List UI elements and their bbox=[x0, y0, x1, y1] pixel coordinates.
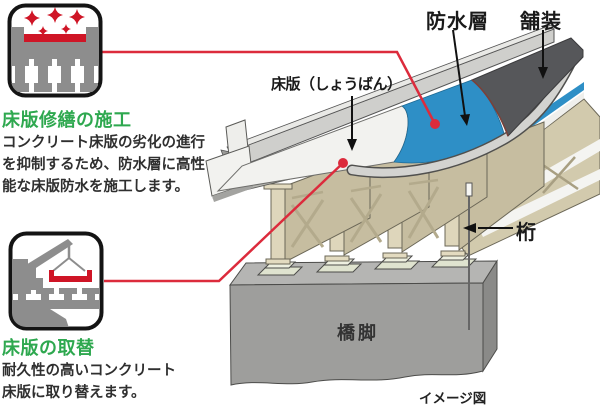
deck-replacement-icon bbox=[8, 231, 104, 336]
label-pavement: 舗装 bbox=[520, 11, 562, 33]
section-waterproofing-body: コンクリート床版の劣化の進行 を抑制するため、防水層に高性 能な床版防水を施工し… bbox=[2, 132, 205, 198]
body-line: 耐久性の高いコンクリート bbox=[2, 363, 176, 379]
label-deck: 床版（しょうばん） bbox=[271, 76, 402, 93]
sparkle-icons bbox=[24, 7, 85, 36]
section-waterproofing-heading: 床版修繕の施工 bbox=[2, 110, 132, 130]
crane-silhouette bbox=[12, 239, 73, 290]
deck-waterproofing-icon bbox=[7, 3, 103, 103]
label-arrows bbox=[347, 29, 548, 233]
deck-cut-face bbox=[205, 119, 254, 202]
body-line: 床版に取り替えます。 bbox=[2, 385, 146, 401]
label-pier: 橋脚 bbox=[337, 323, 379, 343]
bridge-deck-teeth bbox=[12, 288, 100, 327]
red-connector-deck bbox=[104, 158, 348, 283]
label-girder: 桁 bbox=[516, 222, 536, 244]
waterproof-coat-red-layer bbox=[24, 34, 86, 42]
label-waterproof-layer: 防水層 bbox=[426, 11, 489, 33]
girders-front bbox=[263, 121, 545, 265]
red-connector-waterproofing bbox=[101, 50, 440, 129]
drain-pipe bbox=[465, 182, 473, 330]
body-line: 能な床版防水を施工します。 bbox=[2, 179, 190, 195]
pavement-surface bbox=[471, 37, 584, 137]
cross-bracing bbox=[290, 178, 440, 248]
deck-edge-curb bbox=[346, 54, 578, 179]
lifted-deck-segment bbox=[49, 270, 92, 282]
body-line: を抑制するため、防水層に高性 bbox=[2, 157, 205, 173]
section-replacement-body: 耐久性の高いコンクリート 床版に取り替えます。 bbox=[2, 360, 176, 404]
body-line: コンクリート床版の劣化の進行 bbox=[2, 135, 205, 151]
section-replacement-heading: 床版の取替 bbox=[2, 338, 95, 358]
image-caption: イメージ図 bbox=[419, 391, 487, 406]
